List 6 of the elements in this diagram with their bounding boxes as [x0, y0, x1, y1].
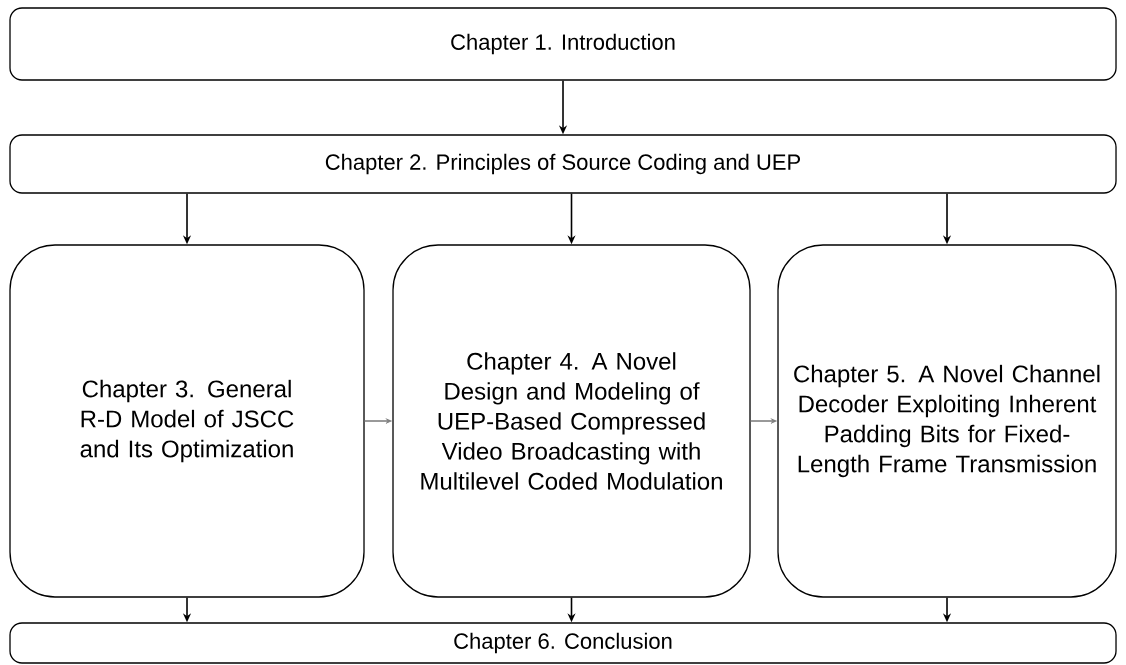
chapter-box: Chapter 6. Conclusion [9, 622, 1117, 664]
chapter-box: Chapter 3. General R-D Model of JSCC and Its Optimization [9, 244, 365, 598]
chapter-box: Chapter 5. A Novel Channel Decoder Exploiting Inherent Padding Bits for Fixed-Length Frame Transmission [777, 244, 1117, 598]
chapter-box: Chapter 4. A Novel Design and Modeling of UEP-Based Compressed Video Broadcasting with Multilevel Coded Modulation [392, 244, 751, 598]
chapter-box: Chapter 1. Introduction [9, 7, 1117, 81]
chapter-box: Chapter 2. Principles of Source Coding and UEP [9, 134, 1117, 194]
